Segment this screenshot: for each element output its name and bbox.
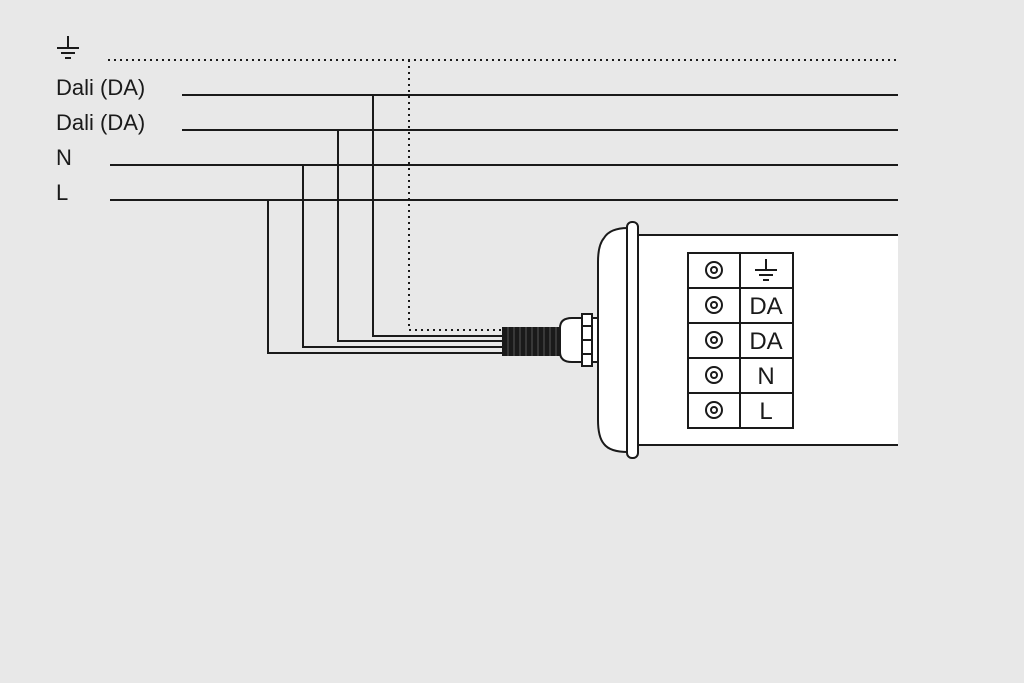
ground-icon — [57, 36, 79, 59]
terminal-block: DA DA N L — [687, 252, 794, 429]
terminal-ground-icon — [755, 259, 777, 281]
terminal-label-l: L — [759, 398, 772, 425]
screw-terminal-icon — [705, 401, 723, 419]
screw-terminal-icon — [705, 366, 723, 384]
terminal-label-da-1: DA — [749, 293, 782, 320]
drop-wire-dali-2 — [337, 130, 502, 342]
supply-label-l: L — [56, 180, 68, 205]
drop-wire-n — [302, 165, 502, 348]
supply-label-dali-1: Dali (DA) — [56, 75, 145, 100]
terminal-label-n: N — [757, 363, 774, 390]
terminal-label-da-2: DA — [749, 328, 782, 355]
drop-wire-dali-1 — [372, 95, 502, 337]
screw-terminal-icon — [705, 296, 723, 314]
drop-wire-l — [267, 200, 502, 354]
supply-label-n: N — [56, 145, 72, 170]
screw-terminal-icon — [705, 331, 723, 349]
screw-terminal-icon — [705, 261, 723, 279]
drop-wire-earth — [408, 60, 502, 331]
supply-label-dali-2: Dali (DA) — [56, 110, 145, 135]
cable-gland — [559, 313, 601, 367]
